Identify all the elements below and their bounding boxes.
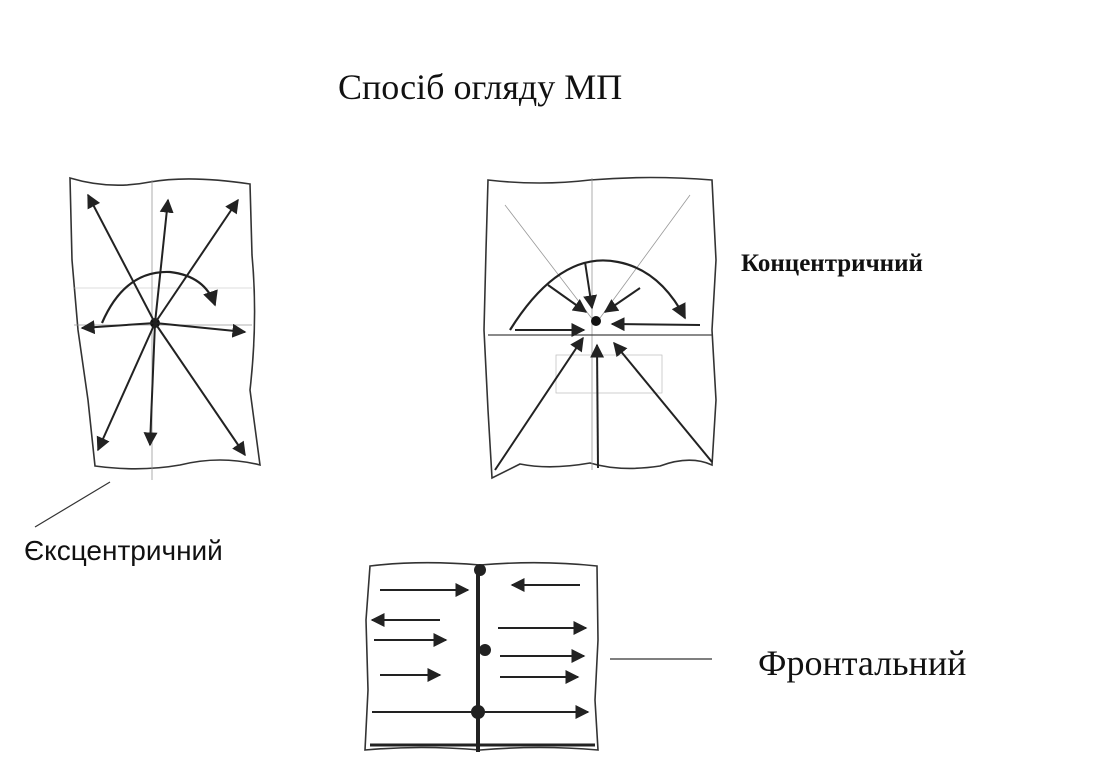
concentric-arc — [509, 259, 686, 331]
concentric-arrow — [590, 343, 605, 469]
eccentric-arc — [100, 270, 218, 324]
concentric-arrow — [613, 341, 713, 463]
concentric-center-dot — [591, 316, 601, 326]
eccentric-panel-border — [69, 176, 261, 470]
eccentric-arrow — [87, 193, 156, 324]
eccentric-arrow — [154, 322, 246, 457]
concentric-arrow — [547, 284, 588, 313]
concentric-panel-border — [483, 176, 717, 480]
concentric-arrow — [494, 336, 584, 471]
frontal-node — [479, 644, 491, 656]
frontal-label: Фронтальний — [758, 643, 967, 683]
frontal-panel — [364, 561, 599, 752]
eccentric-label: Єксцентричний — [24, 535, 223, 566]
eccentric-arrow — [80, 320, 156, 335]
eccentric-arrow — [154, 198, 239, 324]
concentric-guide-line — [599, 194, 691, 319]
frontal-panel-border — [364, 561, 599, 751]
concentric-arrow — [610, 317, 701, 332]
eccentric-pointer-line — [34, 481, 111, 528]
diagram-title: Спосіб огляду МП — [338, 67, 623, 107]
concentric-arrow — [583, 261, 598, 310]
eccentric-arrow — [96, 322, 156, 452]
eccentric-arrow — [154, 198, 174, 324]
concentric-guide-line — [504, 204, 594, 321]
concentric-grid-box — [555, 354, 663, 394]
frontal-node — [474, 564, 486, 576]
concentric-panel — [483, 176, 717, 480]
eccentric-panel — [69, 176, 261, 480]
concentric-label: Концентричний — [741, 250, 923, 277]
eccentric-arrow — [143, 322, 158, 447]
eccentric-arrow — [154, 322, 247, 338]
concentric-arrow — [603, 287, 641, 313]
